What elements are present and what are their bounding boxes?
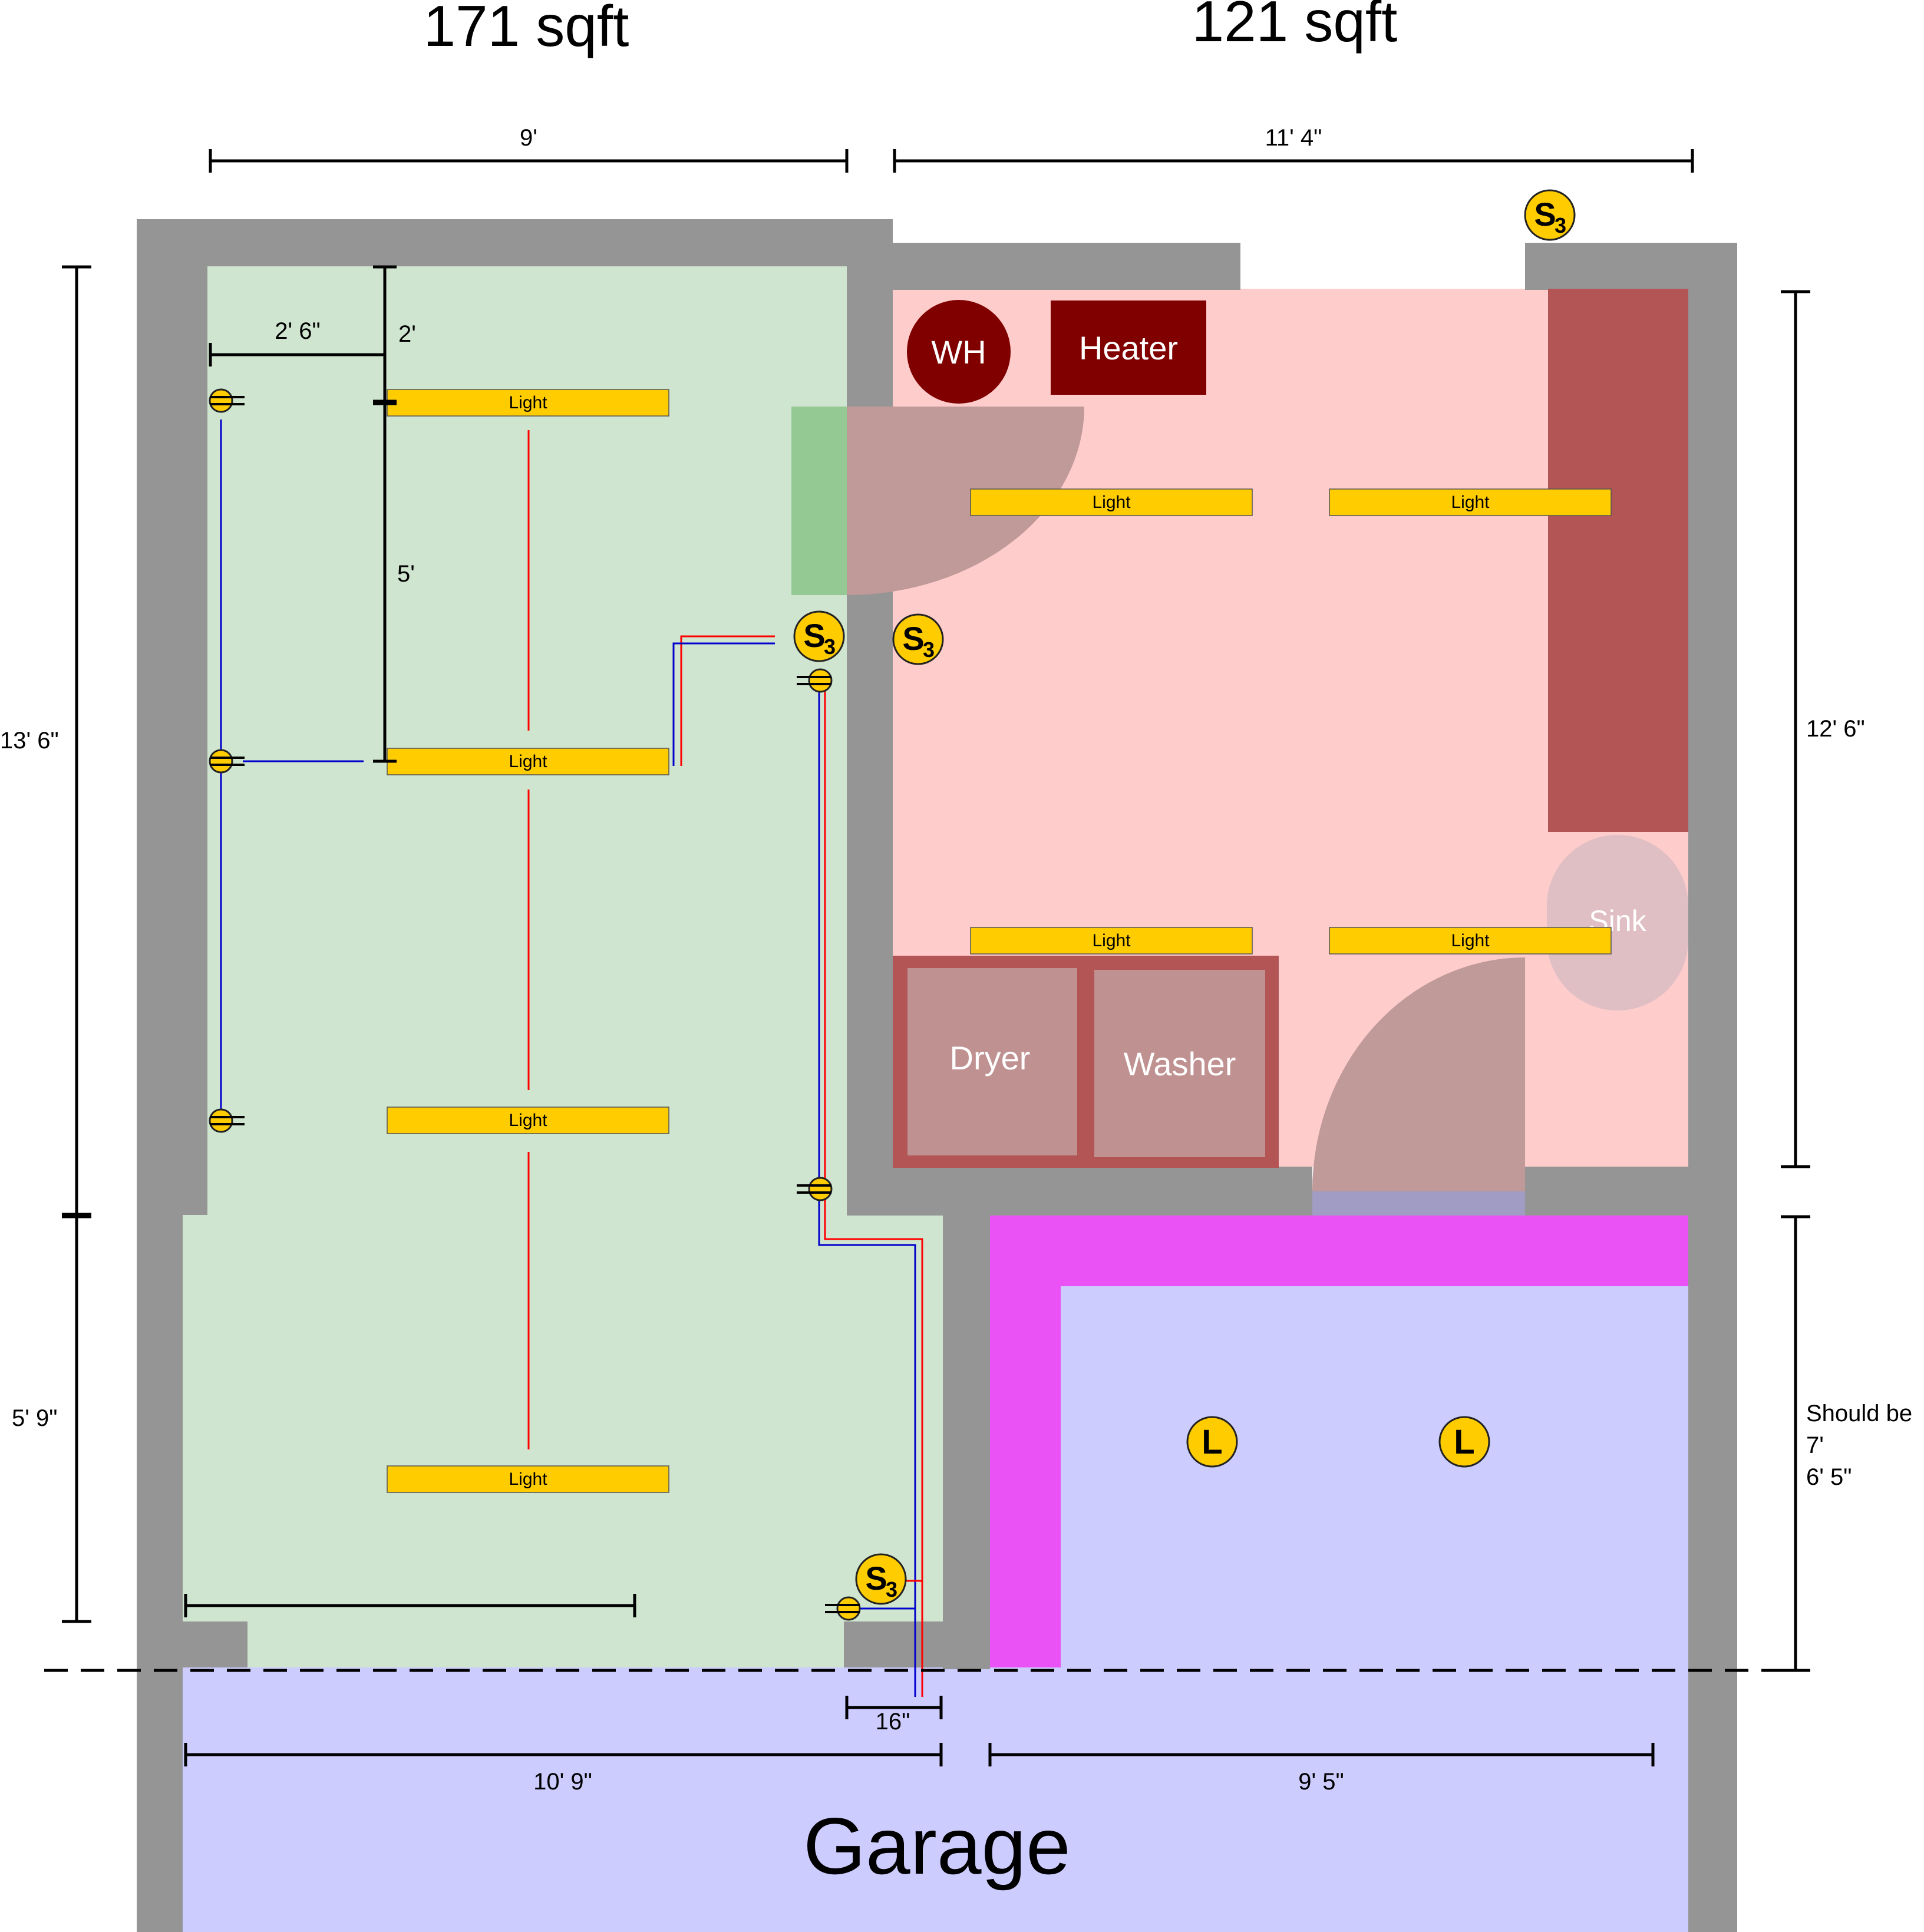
dimension-lines xyxy=(62,149,1810,1766)
svg-text:L: L xyxy=(1454,1423,1474,1461)
light-fixture xyxy=(1329,488,1612,516)
garage-door-threshold xyxy=(1312,1191,1525,1216)
dim-left-height-lower: 5' 9" xyxy=(12,1405,57,1431)
light-fixture xyxy=(970,927,1253,955)
labels: 171 sqft 121 sqft 9' 11' 4" 2' 6" 2' 5' … xyxy=(0,0,1912,1891)
washer xyxy=(1094,970,1265,1157)
svg-text:3: 3 xyxy=(824,635,836,659)
dim-lower-right-note-2: 7' xyxy=(1806,1432,1824,1458)
dim-bottom-right: 9' 5" xyxy=(1298,1769,1344,1795)
switch-s3-icon: S 3 xyxy=(1524,189,1576,241)
light-fixture xyxy=(387,1465,669,1493)
svg-text:3: 3 xyxy=(886,1577,897,1601)
wall-right-room-bottom-a xyxy=(847,1167,1312,1216)
wall-stub-bottom-right xyxy=(844,1621,943,1667)
wall-top-mid xyxy=(893,243,1240,290)
svg-text:S: S xyxy=(803,617,825,654)
light-fixture xyxy=(970,488,1253,516)
svg-text:3: 3 xyxy=(923,638,935,662)
lamp-icon: L xyxy=(1186,1416,1238,1468)
wall-middle-vertical xyxy=(847,219,893,1215)
left-room-upper xyxy=(207,266,847,1216)
door-swing-upper xyxy=(847,407,1084,595)
garage-label: Garage xyxy=(803,1801,1071,1891)
wall-lower-divider xyxy=(943,1216,990,1669)
wall-left-upper xyxy=(137,219,207,1215)
outlet-icon xyxy=(797,668,833,693)
wall-left-lower xyxy=(137,1214,183,1932)
water-heater xyxy=(907,300,1011,404)
dryer xyxy=(907,968,1077,1155)
dim-top-gap: 2' xyxy=(398,321,416,347)
svg-text:S: S xyxy=(865,1560,887,1597)
area-right: 121 sqft xyxy=(1192,0,1398,54)
washer-label: Washer xyxy=(1124,1045,1236,1082)
left-room-lower xyxy=(183,1214,943,1667)
light-fixture xyxy=(1329,927,1612,955)
dryer-label: Dryer xyxy=(950,1039,1031,1076)
switch-s3-icon: S 3 xyxy=(855,1553,907,1605)
light-fixture xyxy=(387,1107,669,1134)
dim-top-left: 9' xyxy=(520,125,537,151)
dim-lower-right-note-3: 6' 5" xyxy=(1806,1464,1852,1490)
walls xyxy=(137,219,1737,1932)
hot-wire-switch-to-light xyxy=(680,635,775,766)
outlet-icon xyxy=(797,1177,833,1201)
light-fixture xyxy=(387,389,669,417)
light-label: Light xyxy=(1451,493,1490,512)
light-label: Light xyxy=(509,1111,547,1130)
outlet-icon xyxy=(209,1108,245,1133)
svg-text:S: S xyxy=(902,620,924,657)
switch-s3-icon: S 3 xyxy=(793,610,845,662)
wiring xyxy=(220,420,923,1697)
counter-right xyxy=(1548,289,1688,832)
dim-door-offset: 16" xyxy=(876,1709,910,1735)
wall-right xyxy=(1688,243,1737,1932)
sink-shape xyxy=(1547,835,1688,1010)
heater-label: Heater xyxy=(1079,329,1178,366)
door-swing-lower xyxy=(1312,957,1525,1191)
dim-bottom-left: 10' 9" xyxy=(533,1769,592,1795)
water-heater-label: WH xyxy=(931,333,986,371)
hot-wire-right-run xyxy=(824,689,923,1697)
dim-right-room-height: 12' 6" xyxy=(1806,716,1865,742)
area-left: 171 sqft xyxy=(424,0,629,58)
light-label: Light xyxy=(1451,931,1490,950)
partition-vertical xyxy=(990,1216,1061,1667)
outlet-icon xyxy=(209,388,245,413)
heater xyxy=(1051,300,1206,395)
outlet-icon xyxy=(209,749,245,774)
light-fixtures: Light Light Light Light Light Light Ligh… xyxy=(387,389,1612,1493)
outlet-icon xyxy=(825,1596,861,1621)
neutral-wire-right-run xyxy=(818,689,916,1697)
dim-light-spacing: 5' xyxy=(397,561,415,587)
dim-left-offset: 2' 6" xyxy=(275,318,320,344)
light-label: Light xyxy=(509,393,547,412)
switch-s3-icon: S 3 xyxy=(892,613,944,665)
light-label: Light xyxy=(509,1469,547,1489)
wall-top-left xyxy=(137,219,893,266)
svg-text:S: S xyxy=(1534,196,1556,233)
wall-stub-bottom-left xyxy=(183,1621,247,1667)
lower-right-room xyxy=(990,1216,1688,1667)
lamp-icon: L xyxy=(1438,1416,1490,1468)
svg-text:L: L xyxy=(1202,1423,1222,1461)
light-fixture xyxy=(387,748,669,775)
dim-top-right: 11' 4" xyxy=(1265,125,1322,151)
dim-left-height-upper: 13' 6" xyxy=(0,728,59,754)
garage-area xyxy=(183,1667,1688,1932)
switches: S 3 S 3 S 3 S 3 xyxy=(793,189,1576,1605)
partition-horizontal xyxy=(990,1216,1688,1286)
svg-text:3: 3 xyxy=(1555,213,1566,237)
light-label: Light xyxy=(509,752,547,771)
light-label: Light xyxy=(1092,493,1131,512)
neutral-wire-switch-to-light xyxy=(672,642,775,766)
light-label: Light xyxy=(1092,931,1131,950)
dim-lower-right-note-1: Should be xyxy=(1806,1401,1912,1426)
outlets xyxy=(209,388,861,1621)
door-opening xyxy=(791,407,847,595)
